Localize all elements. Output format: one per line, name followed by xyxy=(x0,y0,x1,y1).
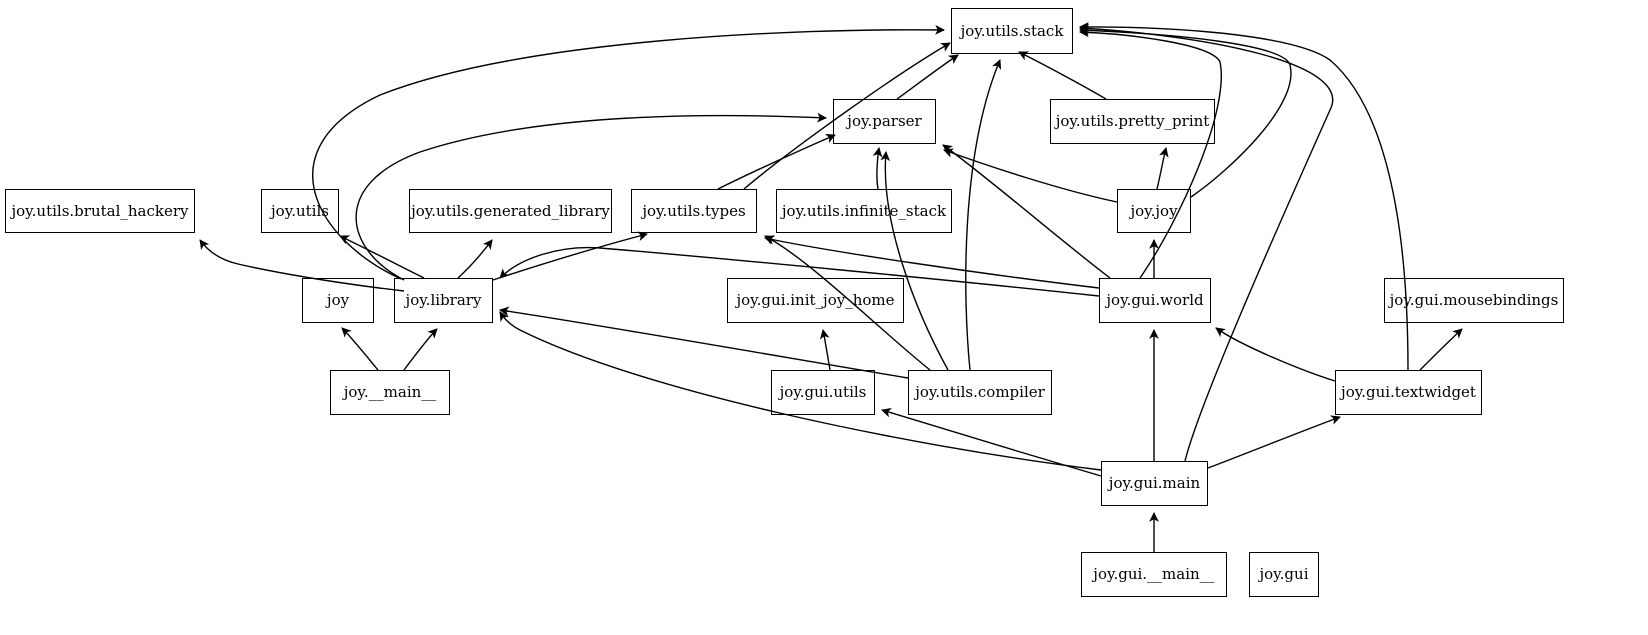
node-joy[interactable]: joy xyxy=(302,278,374,323)
node-joy-gui-main[interactable]: joy.gui.main xyxy=(1101,461,1208,506)
node-joy-gui-mousebindings[interactable]: joy.gui.mousebindings xyxy=(1384,278,1564,323)
edge-joy.gui.textwidget-to-joy.utils.stack xyxy=(1079,21,1409,371)
edge-joy.utils.types-to-joy.parser xyxy=(717,134,836,190)
node-joy-library[interactable]: joy.library xyxy=(394,278,493,323)
edge-joy.library-to-joy.utils.stack xyxy=(312,24,945,280)
node-label: joy.gui xyxy=(1259,565,1309,583)
edge-joy.gui.main-to-joy.gui.utils xyxy=(881,407,1102,477)
edge-paths xyxy=(199,21,1463,552)
node-label: joy.utils.stack xyxy=(960,21,1064,40)
edge-joy.gui.main-to-joy.gui.textwidget xyxy=(1207,415,1341,469)
node-joy-parser[interactable]: joy.parser xyxy=(833,99,936,144)
node-label: joy.gui.main xyxy=(1108,474,1201,492)
edge-joy.gui.utils-to-joy.gui.init_joy_home xyxy=(819,329,831,371)
node-label: joy.utils.types xyxy=(642,201,746,220)
node-label: joy.parser xyxy=(847,112,922,130)
node-label: joy.gui.init_joy_home xyxy=(736,291,895,309)
node-joy-utils-compiler[interactable]: joy.utils.compiler xyxy=(908,370,1052,415)
node-label: joy.gui.world xyxy=(1106,291,1204,309)
node-joy-gui-world[interactable]: joy.gui.world xyxy=(1099,278,1211,323)
node-label: joy.utils.pretty_print xyxy=(1055,112,1210,130)
node-label: joy.utils xyxy=(271,201,329,220)
node-label: joy.utils.infinite_stack xyxy=(781,201,947,220)
edge-joy.library-to-joy.utils.brutal_hackery xyxy=(199,239,405,292)
node-label: joy.utils.generated_library xyxy=(411,201,610,220)
node-joy-gui-utils[interactable]: joy.gui.utils xyxy=(771,370,875,415)
edge-joy.joy-to-joy.parser xyxy=(943,148,1118,203)
edge-joy.utils.compiler-to-joy.utils.types xyxy=(764,235,931,371)
edge-joy.joy-to-joy.utils.pretty_print xyxy=(1156,147,1169,190)
node-joy-dunder-main[interactable]: joy.__main__ xyxy=(330,370,450,415)
edge-joy.gui.textwidget-to-joy.gui.mousebindings xyxy=(1419,328,1463,371)
node-label: joy.gui.mousebindings xyxy=(1389,291,1559,309)
edge-joy.utils.compiler-to-joy.library xyxy=(499,306,909,379)
node-label: joy xyxy=(326,291,350,309)
node-joy-utils-infinite-stack[interactable]: joy.utils.infinite_stack xyxy=(776,189,952,233)
edge-joy.gui.world-to-joy.utils.types xyxy=(764,235,1100,289)
node-joy-joy[interactable]: joy.joy xyxy=(1117,189,1191,233)
node-label: joy.gui.textwidget xyxy=(1341,383,1476,401)
edge-joy.utils.compiler-to-joy.utils.stack xyxy=(965,59,1002,371)
edge-joy.gui.main-to-joy.library xyxy=(499,311,1102,471)
node-joy-utils-brutal-hackery[interactable]: joy.utils.brutal_hackery xyxy=(5,189,195,233)
node-joy-gui-dunder-main[interactable]: joy.gui.__main__ xyxy=(1081,552,1227,597)
node-label: joy.gui.__main__ xyxy=(1093,565,1215,583)
edge-joy.library-to-joy.parser xyxy=(355,112,827,281)
edge-joy.library-to-joy.utils.types xyxy=(492,231,648,281)
node-joy-utils-generated-library[interactable]: joy.utils.generated_library xyxy=(409,189,612,233)
edge-joy.gui.world-to-joy.parser xyxy=(942,144,1111,279)
node-joy-utils-stack[interactable]: joy.utils.stack xyxy=(951,8,1073,54)
edge-joy.library-to-joy.utils.generated_library xyxy=(457,239,493,279)
edge-joy.utils.types-to-joy.utils.stack xyxy=(743,42,951,190)
edge-joy.utils.compiler-to-joy.parser xyxy=(880,151,949,371)
node-joy-utils-types[interactable]: joy.utils.types xyxy=(631,189,757,233)
edge-joy.parser-to-joy.utils.stack xyxy=(896,54,959,100)
edge-joy.utils.infinite_stack-to-joy.parser xyxy=(872,147,883,190)
edge-joy.__main__-to-joy xyxy=(341,327,379,371)
node-joy-utils-pretty-print[interactable]: joy.utils.pretty_print xyxy=(1050,99,1215,144)
edge-joy.gui.main-to-joy.utils.stack xyxy=(1079,23,1334,462)
node-joy-gui-init-joy-home[interactable]: joy.gui.init_joy_home xyxy=(727,278,904,323)
edge-joy.gui.textwidget-to-joy.gui.world xyxy=(1215,327,1336,382)
node-joy-gui-textwidget[interactable]: joy.gui.textwidget xyxy=(1335,370,1482,415)
node-label: joy.joy xyxy=(1130,201,1178,220)
node-label: joy.gui.utils xyxy=(779,383,867,401)
edge-joy.utils.pretty_print-to-joy.utils.stack xyxy=(1018,51,1107,100)
node-label: joy.__main__ xyxy=(343,383,437,401)
node-label: joy.library xyxy=(405,291,482,309)
edge-joy.gui.world-to-joy.library xyxy=(499,246,1100,297)
edge-joy.__main__-to-joy.library xyxy=(403,328,438,371)
node-label: joy.utils.compiler xyxy=(915,383,1045,401)
edge-joy.library-to-joy.utils xyxy=(339,235,425,279)
node-joy-utils[interactable]: joy.utils xyxy=(261,189,339,233)
node-label: joy.utils.brutal_hackery xyxy=(11,201,189,220)
node-joy-gui[interactable]: joy.gui xyxy=(1249,552,1319,597)
edge-joy.gui.world-to-joy.utils.stack xyxy=(1079,27,1222,279)
